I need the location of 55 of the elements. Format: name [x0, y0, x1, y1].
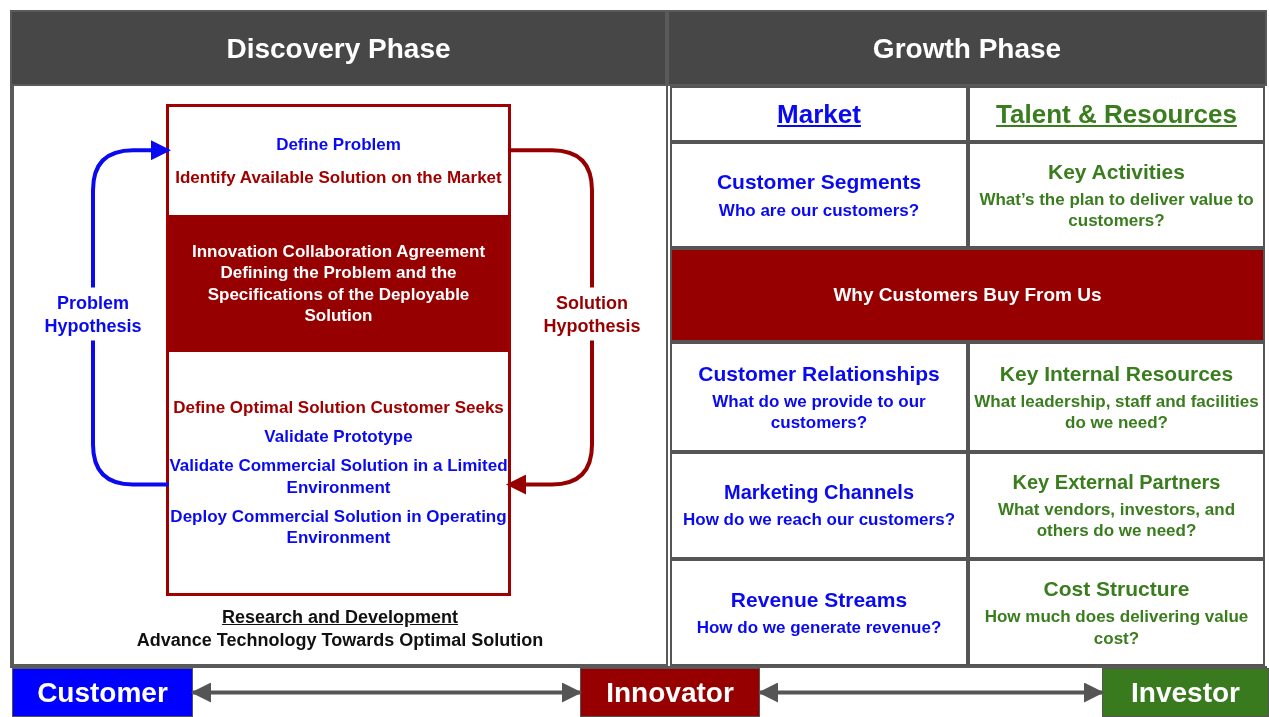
cell-title: Key Activities	[1048, 158, 1185, 185]
cell-question: Who are our customers?	[718, 199, 920, 221]
cell-title: Key Internal Resources	[999, 360, 1234, 387]
value-band	[670, 248, 1265, 342]
step-text: Identify Available Solution on the Market	[175, 167, 502, 189]
step-text: Define Problem	[276, 133, 401, 155]
stakeholder-box	[580, 668, 760, 717]
arrow	[758, 682, 1104, 703]
step-text: Validate Prototype	[264, 426, 413, 448]
cell-title: Cost Structure	[1043, 576, 1190, 603]
step-text: Validate Commercial Solution in a Limited Environment	[169, 455, 508, 498]
arrow	[506, 148, 594, 495]
canvas-cell	[670, 452, 968, 559]
canvas-cell	[670, 342, 968, 452]
cell-title: Marketing Channels	[723, 480, 914, 506]
agreement-band	[169, 215, 508, 352]
header-title: Growth Phase	[872, 31, 1062, 66]
canvas-cell	[670, 559, 968, 666]
cell-title: Key External Partners	[1012, 469, 1221, 495]
band-title: Why Customers Buy From Us	[833, 283, 1102, 307]
arrow	[191, 682, 582, 703]
column-title: Talent & Resources	[996, 97, 1237, 131]
cell-title: Customer Relationships	[698, 360, 940, 387]
canvas-cell	[968, 142, 1265, 248]
arrow	[91, 140, 171, 487]
stakeholder-name: Investor	[1131, 676, 1240, 710]
cell-question: What leadership, staff and facilities do we need?	[973, 390, 1260, 434]
stakeholder-box	[1102, 668, 1269, 717]
cell-title: Revenue Streams	[730, 586, 908, 613]
canvas-cell	[968, 452, 1265, 559]
canvas-cell	[670, 142, 968, 248]
cell-question: How much does delivering value cost?	[983, 606, 1250, 649]
edge-label: Solution Hypothesis	[542, 287, 642, 341]
cell-title: Customer Segments	[716, 169, 922, 196]
band-text: Innovation Collaboration Agreement Defining the Problem and the Specifications of the Deployable Solution	[190, 241, 487, 326]
cell-question: What’s the plan to deliver value to customers?	[978, 188, 1255, 232]
column-header	[968, 86, 1265, 142]
section-caption: Research and Development	[221, 606, 459, 629]
edge-label: Problem Hypothesis	[43, 287, 143, 341]
cell-question: How do we reach our customers?	[682, 509, 956, 531]
step-text: Define Optimal Solution Customer Seeks	[173, 396, 504, 418]
stakeholder-name: Customer	[37, 676, 168, 710]
cell-question: What vendors, investors, and others do we need?	[996, 498, 1237, 542]
column-header	[670, 86, 968, 142]
caption-text: Advance Technology Towards Optimal Solution	[136, 628, 544, 651]
cell-question: What do we provide to our customers?	[711, 390, 927, 434]
outline-box	[166, 104, 511, 596]
stakeholder-box	[12, 668, 193, 717]
canvas-cell	[968, 559, 1265, 666]
step-text: Deploy Commercial Solution in Operating Environment	[169, 505, 508, 549]
header-title: Discovery Phase	[226, 31, 451, 66]
column-title: Market	[777, 97, 861, 131]
stakeholder-name: Innovator	[606, 676, 734, 710]
cell-question: How do we generate revenue?	[696, 617, 942, 639]
canvas-cell	[968, 342, 1265, 452]
